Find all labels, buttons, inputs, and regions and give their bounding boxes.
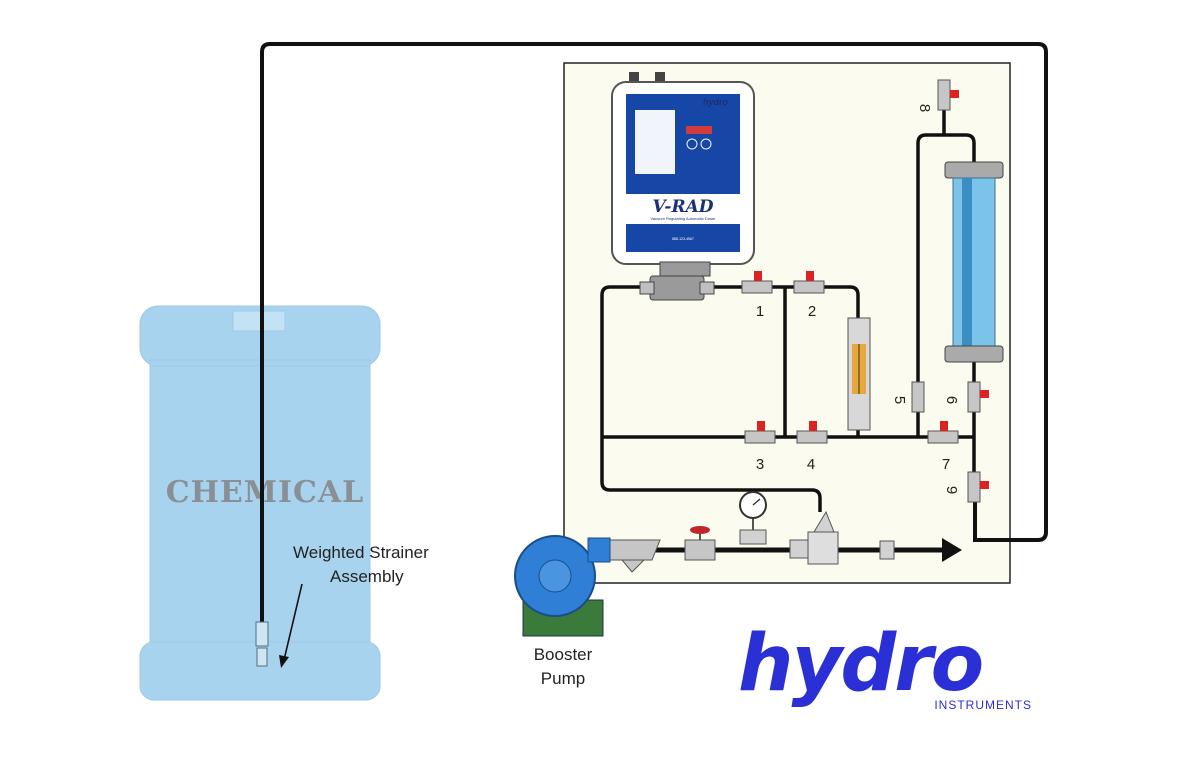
valve-8 [937,79,959,111]
panel-tubing [600,110,976,512]
valve-label-5: 5 [891,396,908,404]
flowmeter-small [847,317,871,431]
strainer-arrowhead [279,655,289,668]
strainer-label-line2: Assembly [330,567,404,586]
valve-label-3: 3 [756,456,764,473]
valve-label-4: 4 [807,456,815,473]
pump-label-line1: Booster [534,645,593,664]
valve-9 [967,471,989,503]
controller-footer: 888-123-4567 [672,237,694,241]
valve-7 [927,421,959,444]
pump-label-line2: Pump [541,669,585,688]
valve-4 [796,421,828,444]
strainer-arrow [283,583,303,661]
valve-label-1: 1 [756,303,764,320]
controller-brand: hydro [703,97,729,107]
valve-label-2: 2 [808,303,816,320]
logo-wordmark: hydro [738,619,982,709]
valve-1 [741,271,773,294]
controller-subtitle: Vacuum Regulating Automatic Doser [650,216,716,221]
valve-3 [744,421,776,444]
valve-label-9: 9 [943,486,960,494]
booster-pump [514,535,611,637]
vrad-controller: hydro V-RAD Vacuum Regulating Automatic … [611,72,755,265]
suction-tube [260,42,1048,625]
valve-label-6: 6 [943,396,960,404]
tank-label: CHEMICAL [166,475,365,510]
logo-subtitle: INSTRUMENTS [934,698,1032,712]
weighted-strainer [255,621,269,667]
hydro-instruments-logo: hydro INSTRUMENTS [738,619,1032,712]
valve-2 [793,271,825,294]
calibration-column [944,161,1004,363]
valve-label-8: 8 [916,104,933,112]
controller-title: V-RAD [652,197,713,217]
valve-label-7: 7 [942,456,950,473]
discharge-line [605,491,962,573]
controller-manifold [639,261,715,301]
strainer-label-line1: Weighted Strainer [293,543,429,562]
valve-6 [911,381,989,413]
